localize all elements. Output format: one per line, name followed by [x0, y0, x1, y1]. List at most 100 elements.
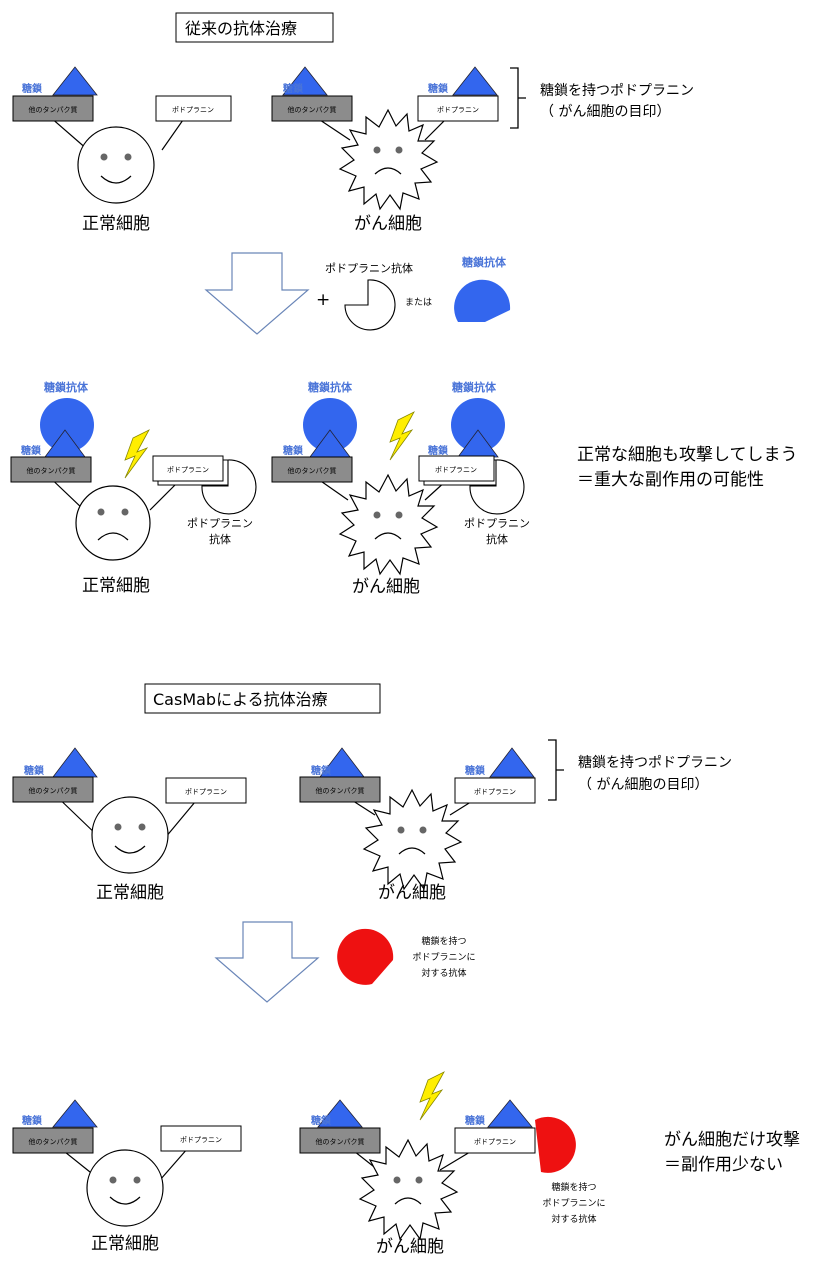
- starburst-icon: [339, 109, 438, 210]
- svg-text:他のタンパク質: 他のタンパク質: [288, 466, 337, 475]
- triangle-icon: [489, 747, 535, 778]
- svg-text:他のタンパク質: 他のタンパク質: [316, 786, 365, 795]
- triangle-icon: [52, 747, 98, 778]
- triangle-icon: [52, 1099, 98, 1128]
- panel1-row2-normal-cell: 糖鎖抗体 糖鎖 他のタンパク質 ポドプラニン ポドプラニン 抗体 正常細胞: [10, 380, 257, 596]
- svg-text:ポドプラニンに: ポドプラニンに: [412, 952, 475, 963]
- svg-text:対する抗体: 対する抗体: [551, 1213, 596, 1225]
- svg-text:正常細胞: 正常細胞: [96, 883, 164, 903]
- svg-text:糖鎖: 糖鎖: [283, 82, 304, 95]
- panel2-row1-normal-cell: 糖鎖 他のタンパク質 ポドプラニン 正常細胞: [12, 747, 247, 903]
- svg-text:糖鎖: 糖鎖: [311, 1114, 332, 1127]
- svg-text:糖鎖を持つ: 糖鎖を持つ: [421, 935, 466, 947]
- svg-text:がん細胞: がん細胞: [378, 883, 446, 903]
- svg-text:他のタンパク質: 他のタンパク質: [27, 466, 76, 475]
- svg-text:他のタンパク質: 他のタンパク質: [29, 786, 78, 795]
- result-line2: ＝副作用少ない: [664, 1155, 783, 1175]
- lightning-icon: [419, 1071, 445, 1121]
- svg-text:がん細胞: がん細胞: [352, 577, 420, 597]
- svg-text:ポドプラニンに: ポドプラニンに: [542, 1198, 605, 1209]
- smiley-face-icon: [91, 796, 169, 874]
- svg-text:抗体: 抗体: [486, 532, 508, 546]
- panel-conventional: 従来の抗体治療 糖鎖 他のタンパク質 ポドプラニン 正常細胞: [10, 12, 798, 597]
- starburst-icon: [339, 474, 438, 575]
- panel-casmab: CasMabによる抗体治療 糖鎖 他のタンパク質 ポドプラニン 正常細胞: [12, 683, 800, 1257]
- svg-text:ポドプラニン: ポドプラニン: [474, 1138, 516, 1146]
- starburst-icon: [363, 789, 462, 890]
- svg-text:糖鎖: 糖鎖: [283, 444, 304, 457]
- svg-text:対する抗体: 対する抗体: [421, 967, 466, 979]
- svg-text:他のタンパク質: 他のタンパク質: [288, 105, 337, 114]
- svg-text:ポドプラニン: ポドプラニン: [185, 788, 227, 796]
- svg-text:糖鎖抗体: 糖鎖抗体: [44, 380, 89, 394]
- svg-text:糖鎖: 糖鎖: [428, 444, 449, 457]
- legend-line1: 糖鎖を持つポドプラニン: [540, 83, 694, 99]
- panel2-row1-cancer-cell: 糖鎖 他のタンパク質 糖鎖 ポドプラニン がん細胞: [299, 747, 536, 903]
- arrow-down-icon: [204, 252, 310, 335]
- lightning-icon: [389, 411, 415, 461]
- smiley-face-icon: [86, 1149, 164, 1227]
- panel1-title: 従来の抗体治療: [185, 19, 297, 38]
- svg-text:ポドプラニン: ポドプラニン: [464, 517, 530, 530]
- starburst-icon: [359, 1139, 458, 1240]
- svg-text:糖鎖: 糖鎖: [465, 764, 486, 777]
- other-protein-box: [12, 95, 94, 122]
- svg-text:糖鎖抗体: 糖鎖抗体: [308, 380, 353, 394]
- panel1-row1-normal-cell: 糖鎖 他のタンパク質 ポドプラニン 正常細胞: [12, 66, 232, 234]
- triangle-icon: [487, 1099, 533, 1128]
- svg-text:糖鎖: 糖鎖: [428, 82, 449, 95]
- casmab-icon: [535, 1116, 576, 1173]
- panel2-title-box: [144, 683, 381, 714]
- svg-text:ポドプラニン: ポドプラニン: [187, 517, 253, 530]
- cancer-cell-label: がん細胞: [354, 214, 422, 234]
- svg-text:ポドプラニン: ポドプラニン: [474, 788, 516, 796]
- pacman-icon: [201, 459, 257, 515]
- svg-text:ポドプラニン: ポドプラニン: [180, 1136, 222, 1144]
- svg-text:糖鎖: 糖鎖: [21, 444, 42, 457]
- svg-text:他のタンパク質: 他のタンパク質: [29, 1137, 78, 1146]
- result-line1: 正常な細胞も攻撃してしまう: [577, 445, 798, 465]
- svg-text:糖鎖を持つポドプラニン: 糖鎖を持つポドプラニン: [578, 755, 732, 771]
- svg-text:正常細胞: 正常細胞: [91, 1234, 159, 1254]
- result-line2: ＝重大な副作用の可能性: [577, 470, 764, 490]
- or-label: または: [405, 297, 432, 308]
- svg-text:ポドプラニン: ポドプラニン: [167, 466, 209, 474]
- glycan-antibody-label: 糖鎖抗体: [462, 255, 507, 269]
- triangle-icon: [52, 66, 98, 96]
- svg-text:糖鎖: 糖鎖: [311, 764, 332, 777]
- glycan-antibody-icon: [40, 398, 94, 452]
- svg-text:他のタンパク質: 他のタンパク質: [316, 1137, 365, 1146]
- svg-text:ポドプラニン: ポドプラニン: [172, 106, 214, 114]
- svg-text:糖鎖: 糖鎖: [465, 1114, 486, 1127]
- glycan-label: 糖鎖: [22, 82, 43, 95]
- arrow-down-icon: [214, 921, 320, 1003]
- sad-face-icon: [75, 485, 151, 561]
- svg-text:糖鎖を持つ: 糖鎖を持つ: [551, 1181, 596, 1193]
- svg-text:糖鎖抗体: 糖鎖抗体: [452, 380, 497, 394]
- podoplanin-box: [155, 95, 232, 122]
- svg-text:がん細胞: がん細胞: [376, 1237, 444, 1257]
- lightning-icon: [124, 429, 150, 479]
- triangle-icon: [282, 66, 328, 96]
- panel2-row2-normal-cell: 糖鎖 他のタンパク質 ポドプラニン 正常細胞: [12, 1099, 242, 1254]
- smiley-face-icon: [77, 126, 155, 204]
- svg-text:ポドプラニン: ポドプラニン: [437, 106, 479, 114]
- bracket: [548, 739, 564, 801]
- pacman-icon: [344, 279, 396, 331]
- panel1-row1-cancer-cell: 糖鎖 他のタンパク質 糖鎖 ポドプラニン がん細胞: [271, 66, 499, 234]
- legend-line2: （ がん細胞の目印）: [540, 104, 670, 120]
- svg-text:他のタンパク質: 他のタンパク質: [29, 105, 78, 114]
- svg-text:糖鎖: 糖鎖: [22, 1114, 43, 1127]
- plus-icon: +: [316, 290, 330, 310]
- panel1-title-box: [175, 12, 334, 43]
- svg-text:ポドプラニン: ポドプラニン: [435, 466, 477, 474]
- triangle-icon: [317, 1099, 363, 1128]
- result-line1: がん細胞だけ攻撃: [664, 1130, 800, 1150]
- casmab-icon: [337, 928, 394, 985]
- triangle-icon: [452, 66, 498, 96]
- bracket: [510, 67, 526, 129]
- normal-cell-label: 正常細胞: [82, 214, 150, 234]
- svg-text:（ がん細胞の目印）: （ がん細胞の目印）: [578, 777, 708, 793]
